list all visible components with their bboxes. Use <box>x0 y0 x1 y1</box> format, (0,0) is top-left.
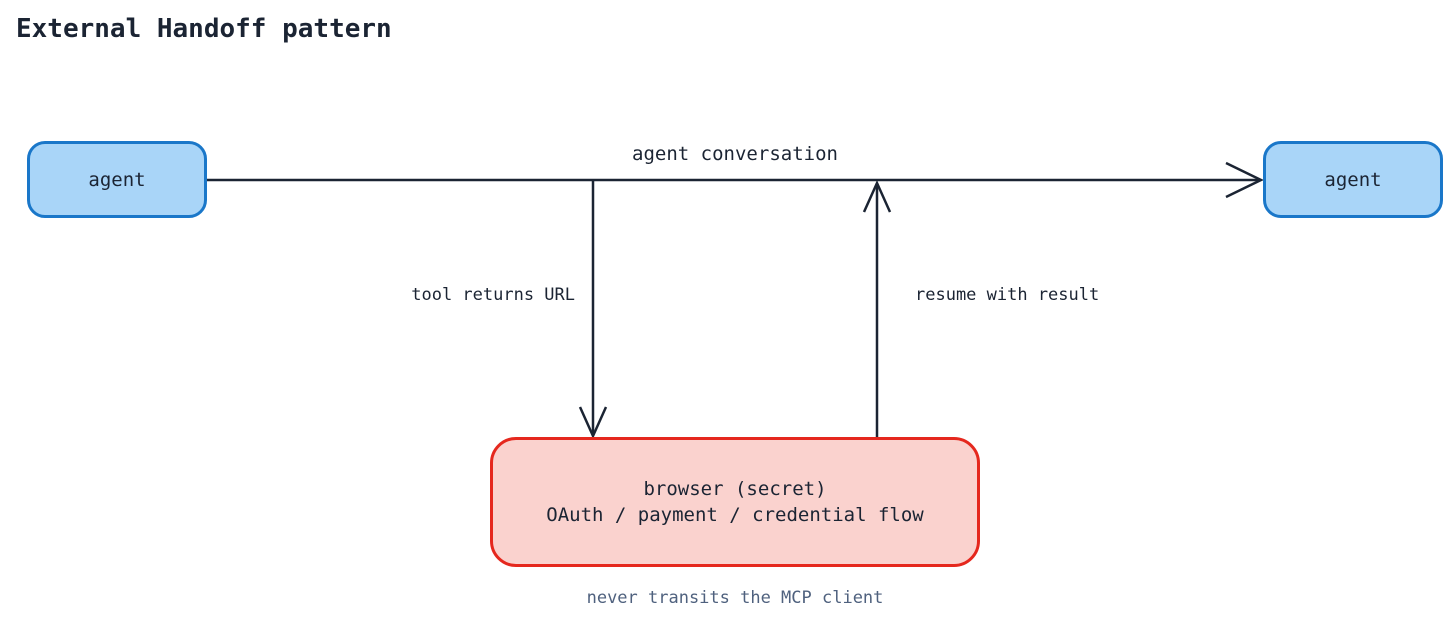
diagram-caption: never transits the MCP client <box>586 588 884 608</box>
diagram-title: External Handoff pattern <box>16 14 392 44</box>
edge-label-tool-returns-url: tool returns URL <box>411 285 575 305</box>
edge-label-agent-conversation: agent conversation <box>632 143 838 165</box>
node-agent-left-label: agent <box>88 168 146 191</box>
node-agent-right-label: agent <box>1324 168 1382 191</box>
node-browser-label-line1: browser (secret) <box>643 478 827 500</box>
arrowhead-down-icon <box>578 406 608 440</box>
edge-label-resume-with-result: resume with result <box>915 285 1100 305</box>
node-browser-label-line2: OAuth / payment / credential flow <box>546 504 924 526</box>
arrowhead-right-icon <box>1225 161 1264 199</box>
arrowhead-up-icon <box>862 179 892 213</box>
node-agent-right: agent <box>1263 141 1443 218</box>
node-browser-secret: browser (secret) OAuth / payment / crede… <box>490 437 980 567</box>
node-agent-left: agent <box>27 141 207 218</box>
